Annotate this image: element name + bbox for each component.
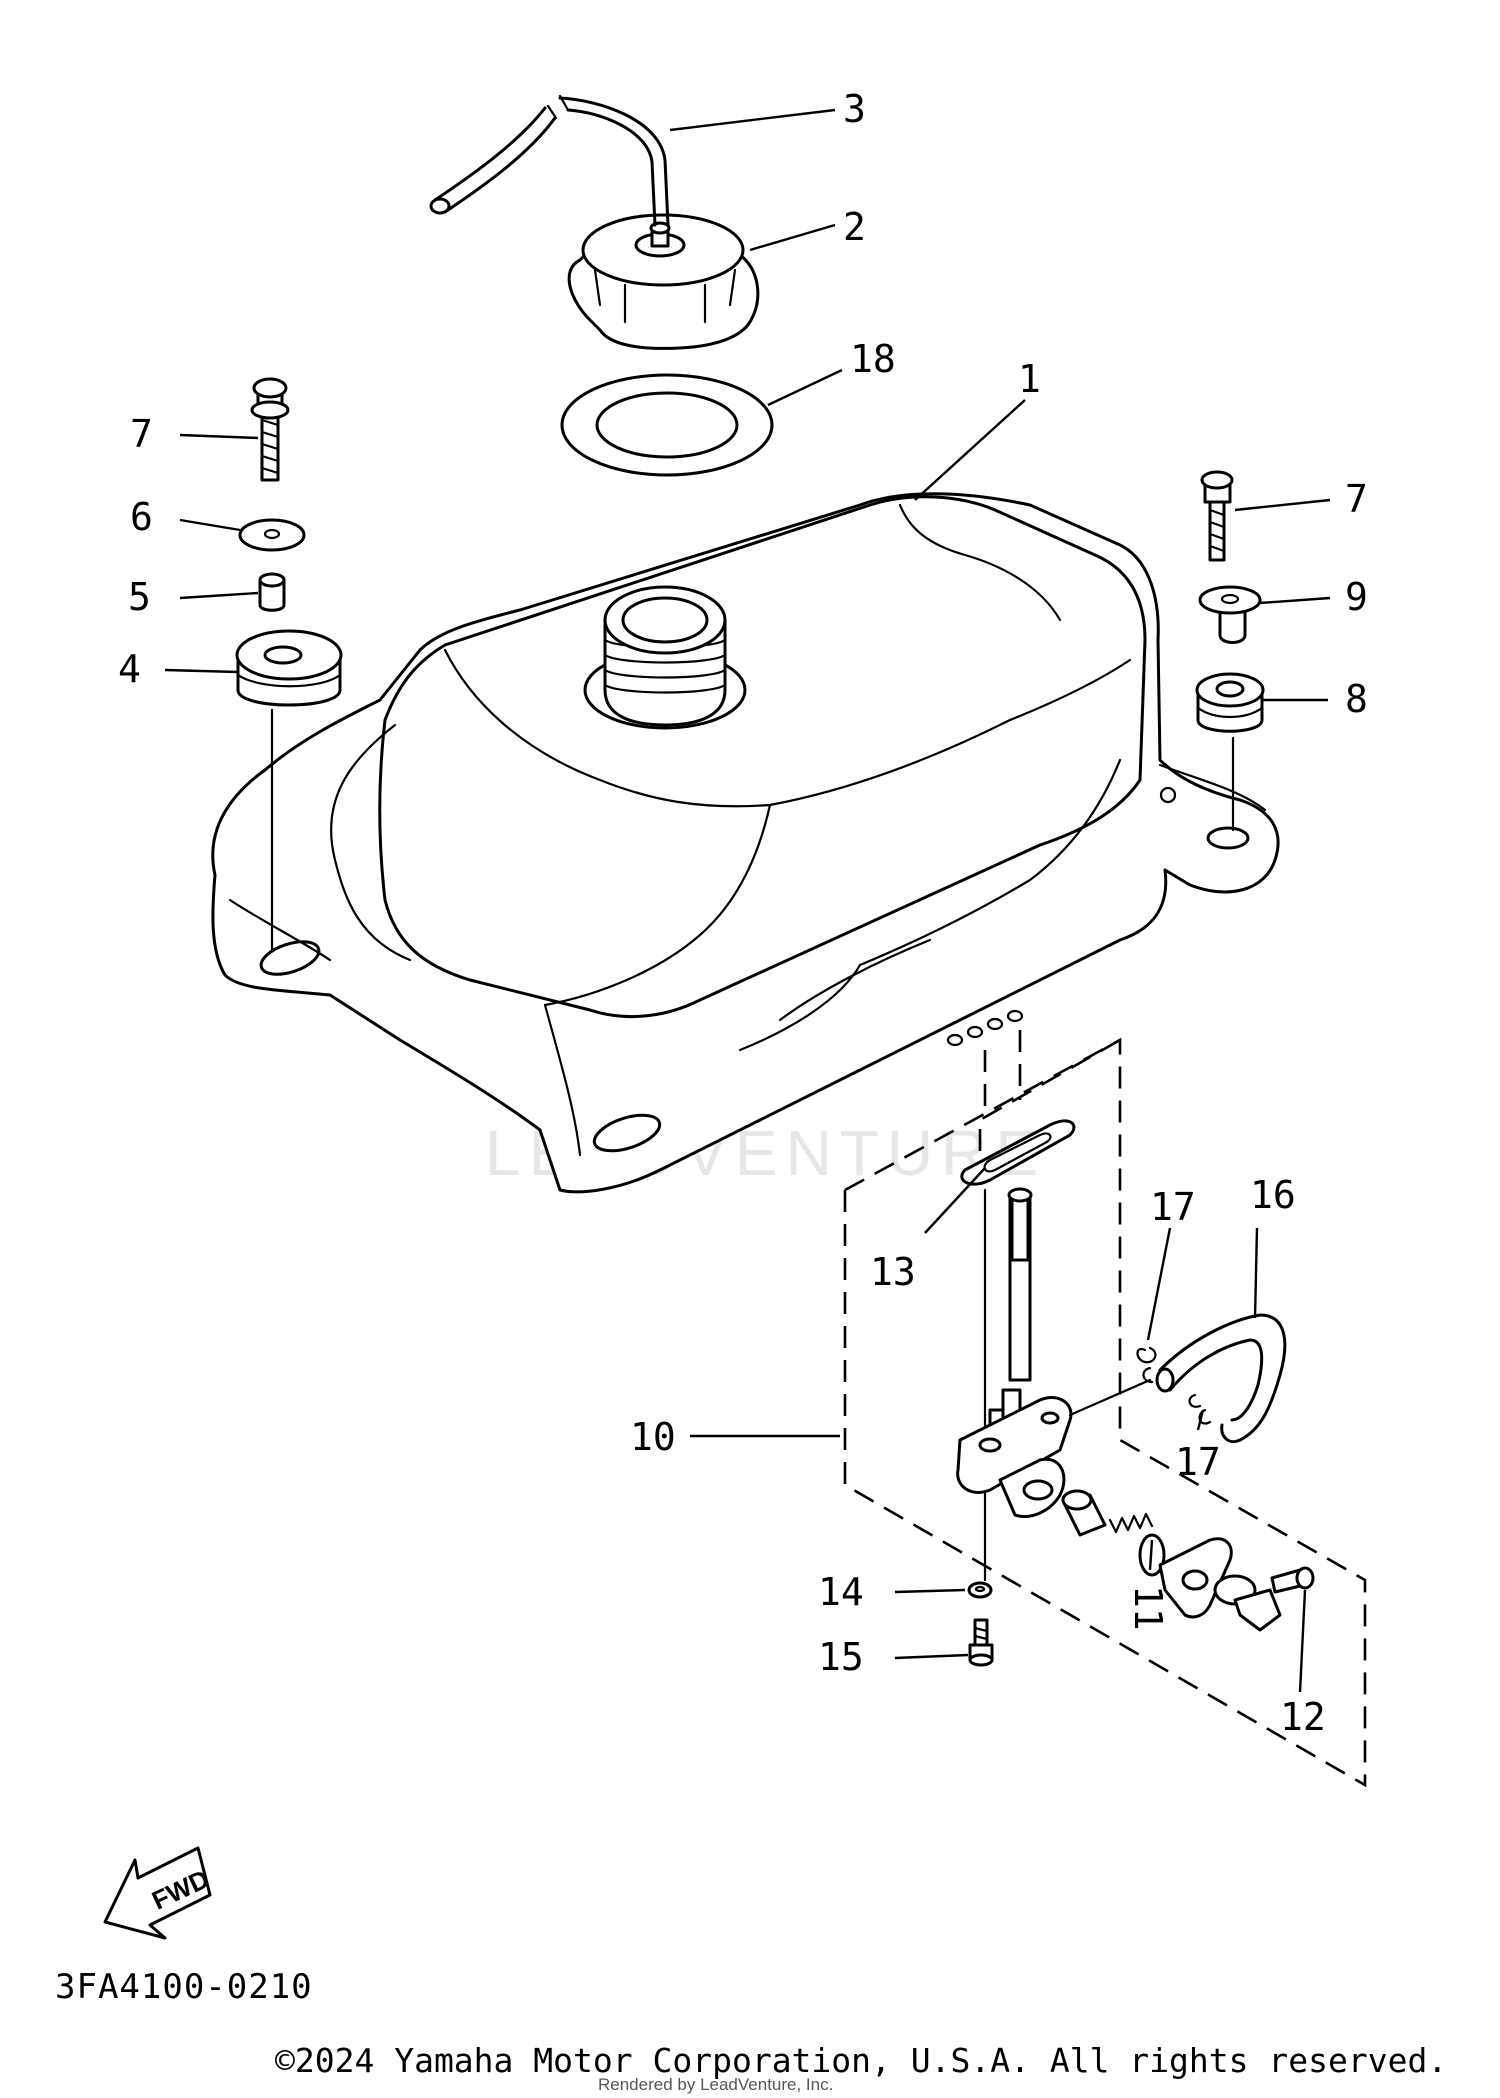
fuel-cock-plunger[interactable] <box>1061 1489 1107 1537</box>
left-mount-washer[interactable] <box>238 518 306 552</box>
fuel-tank[interactable] <box>211 492 1280 1194</box>
breather-hose[interactable] <box>429 94 670 227</box>
fuel-cap[interactable] <box>567 213 760 350</box>
fuel-cock-spring[interactable] <box>1108 1512 1154 1534</box>
fuel-cock-o-ring[interactable] <box>1138 1533 1166 1577</box>
callout-7-right: 7 <box>1345 477 1368 521</box>
callout-8: 8 <box>1345 677 1368 721</box>
callout-4: 4 <box>118 647 141 691</box>
callout-15: 15 <box>818 1635 864 1679</box>
callout-3: 3 <box>843 87 866 131</box>
callout-1: 1 <box>1018 357 1041 401</box>
callout-7-left: 7 <box>130 412 153 456</box>
callout-17-lower: 17 <box>1175 1440 1221 1484</box>
drain-screw[interactable] <box>968 1618 994 1667</box>
lever-screw[interactable] <box>1270 1566 1315 1594</box>
callout-2: 2 <box>843 205 866 249</box>
leader-lines <box>164 108 1331 1693</box>
right-mount-bolt[interactable] <box>1200 470 1234 562</box>
callout-11: 11 <box>1126 1585 1170 1631</box>
left-mount-damper[interactable] <box>235 629 343 707</box>
gasket-screw-holes <box>946 1009 1024 1110</box>
callout-18: 18 <box>850 337 896 381</box>
callout-6: 6 <box>130 495 153 539</box>
rendered-by-credit: Rendered by LeadVenture, Inc. <box>598 2075 833 2094</box>
callout-17-upper: 17 <box>1150 1185 1196 1229</box>
fuel-cock-gasket[interactable] <box>960 1119 1076 1186</box>
diagram-code: 3FA4100-0210 <box>55 1967 313 2007</box>
right-mount-collar[interactable] <box>1198 585 1262 644</box>
hose-clip-upper[interactable] <box>1136 1346 1157 1384</box>
callout-13: 13 <box>870 1250 916 1294</box>
left-mount-bolt[interactable] <box>250 377 290 482</box>
fuel-cock-lever[interactable] <box>1213 1574 1282 1632</box>
callout-16: 16 <box>1250 1173 1296 1217</box>
callout-10: 10 <box>630 1415 676 1459</box>
fuel-cock-plate[interactable] <box>1158 1537 1233 1619</box>
fuel-cock[interactable] <box>956 1187 1152 1518</box>
callouts: 1 2 3 4 5 6 7 7 8 9 10 11 12 13 14 15 16… <box>118 87 1368 1739</box>
drain-washer[interactable] <box>967 1581 993 1599</box>
fuel-cock-assembly-box <box>843 1037 1367 1788</box>
fuel-hose[interactable] <box>1155 1313 1287 1444</box>
cap-gasket[interactable] <box>560 373 774 477</box>
callout-5: 5 <box>128 575 151 619</box>
copyright-notice: ©2024 Yamaha Motor Corporation, U.S.A. A… <box>275 2041 1447 2080</box>
callout-9: 9 <box>1345 575 1368 619</box>
right-mount-damper[interactable] <box>1195 672 1265 733</box>
left-mount-collar[interactable] <box>258 572 286 612</box>
callout-12: 12 <box>1280 1695 1326 1739</box>
callout-14: 14 <box>818 1570 864 1614</box>
forward-direction-arrow: FWD <box>103 1846 214 1940</box>
